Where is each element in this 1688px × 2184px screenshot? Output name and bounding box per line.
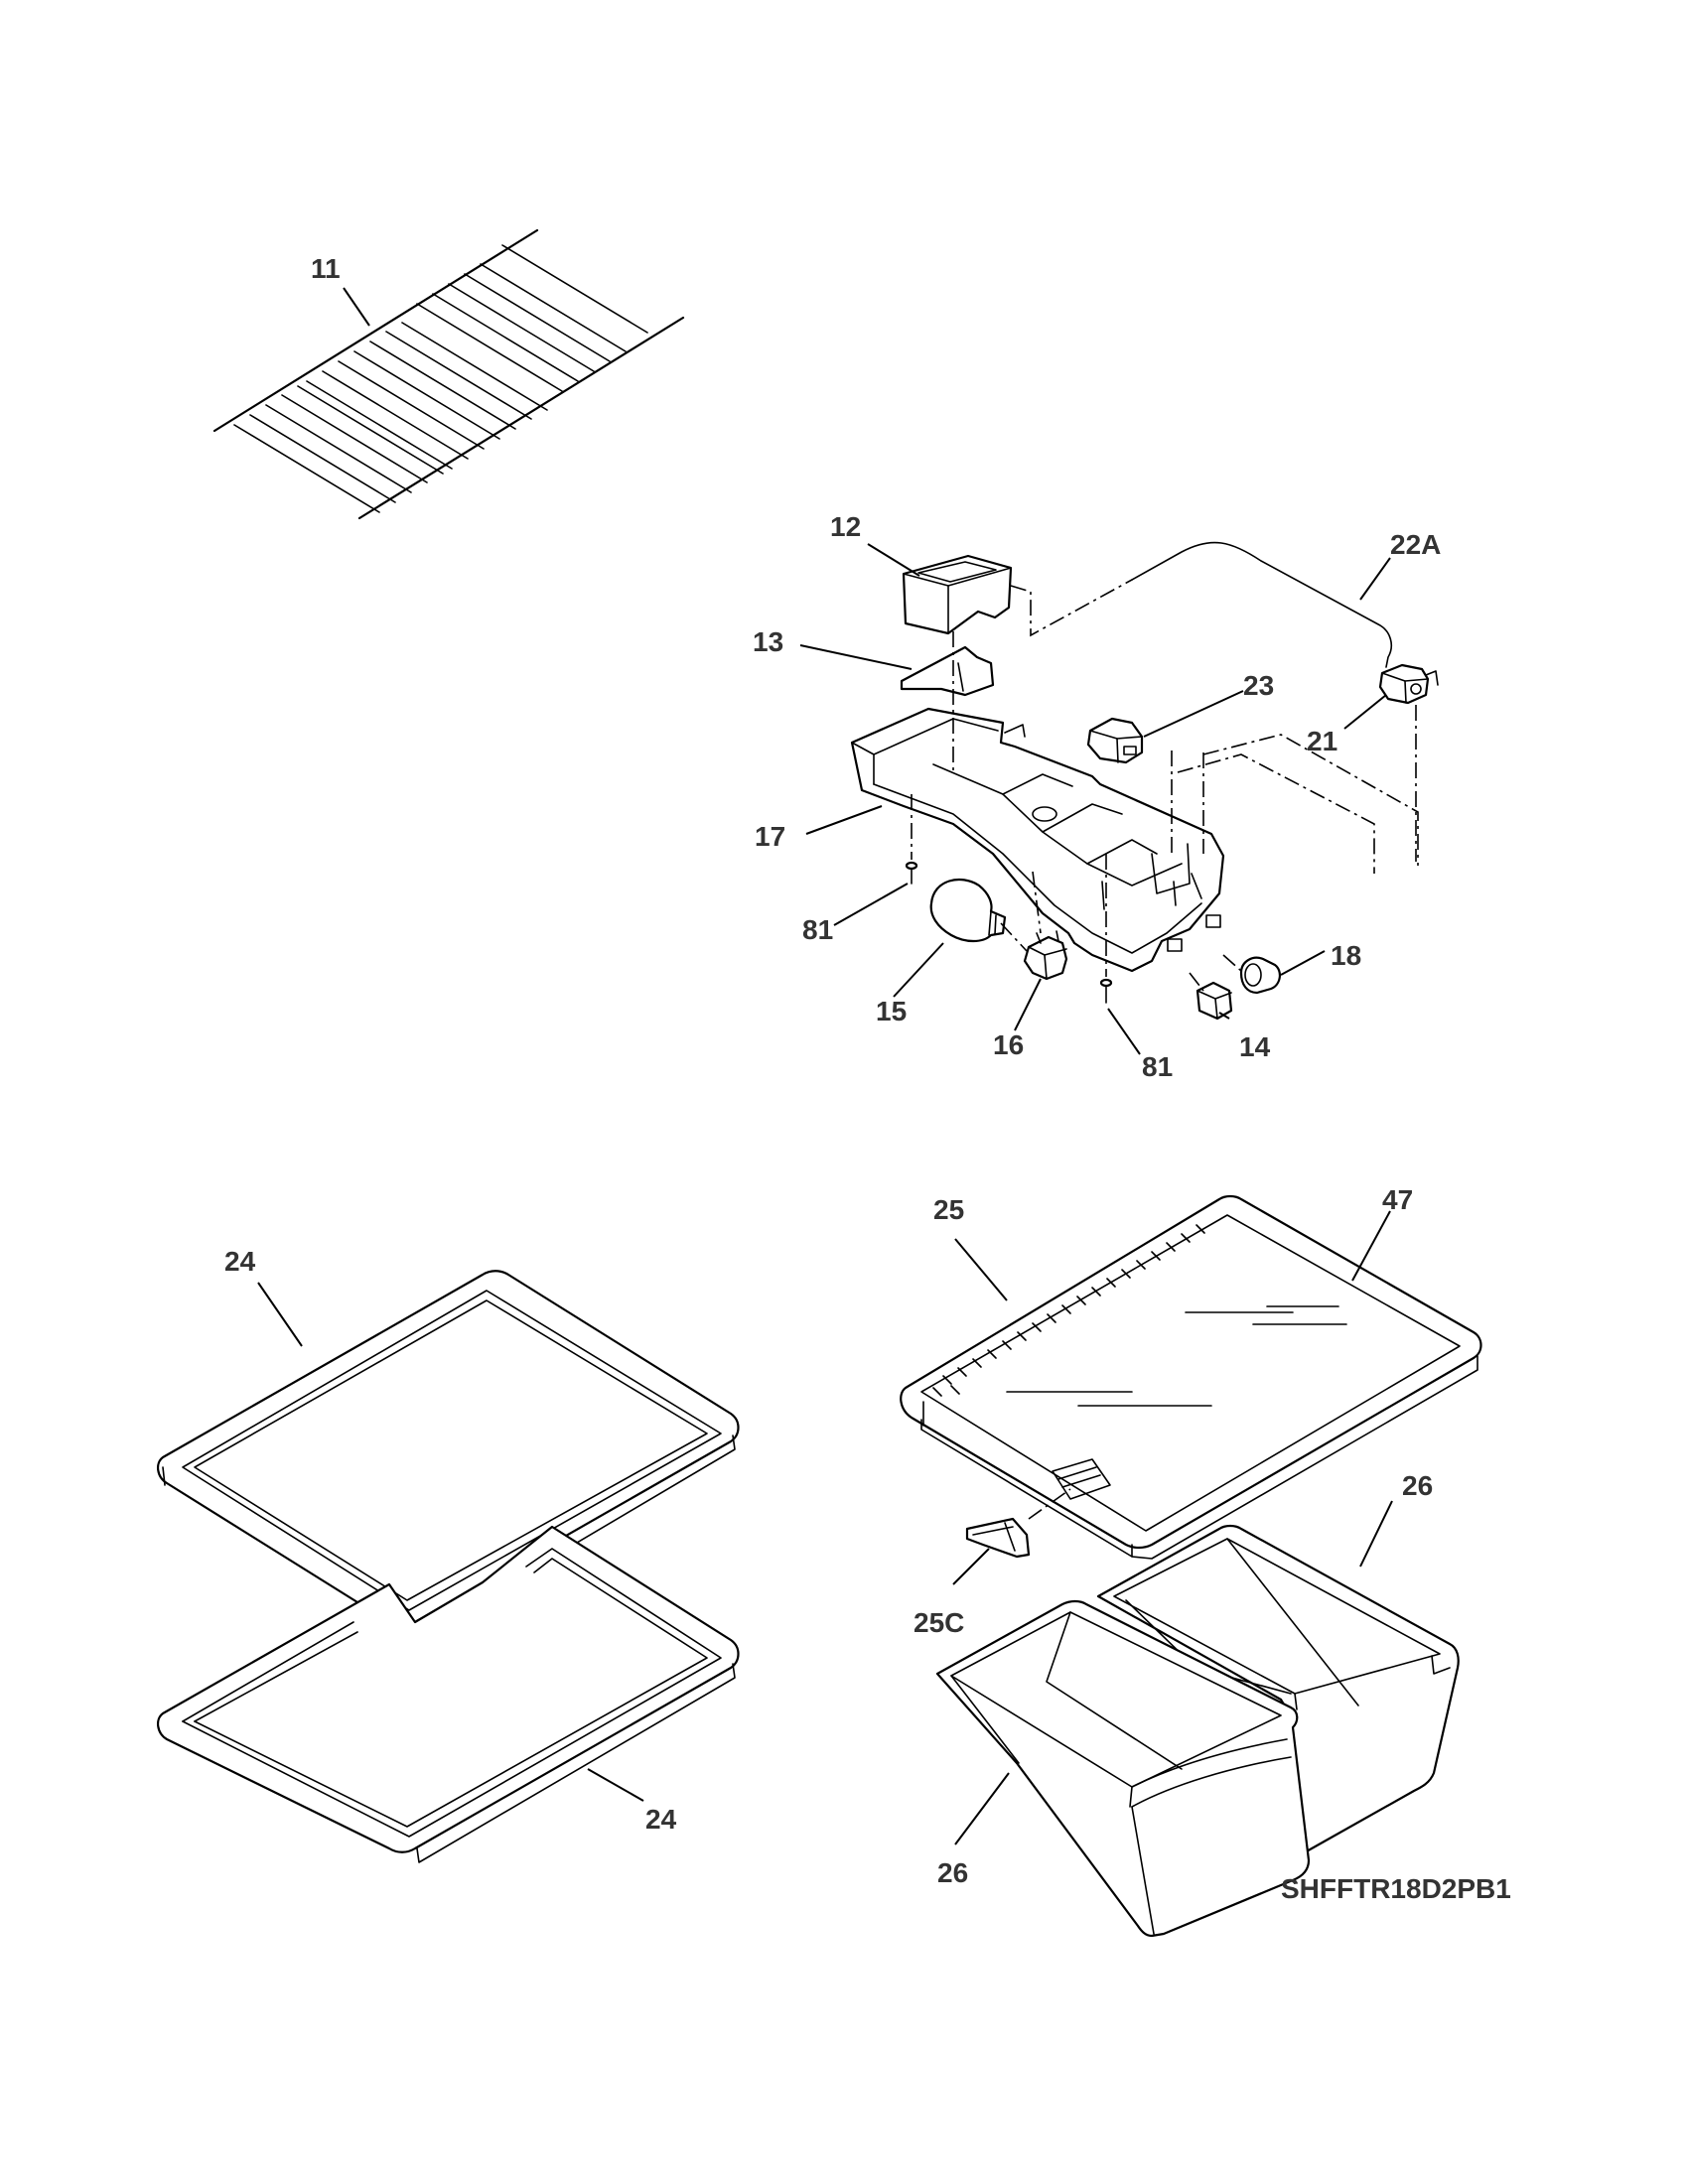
light-bulb-15 <box>929 878 1007 943</box>
label-81-lower: 81 <box>1142 1051 1173 1082</box>
crisper-drawer-26-back <box>1096 1524 1460 1854</box>
label-47: 47 <box>1382 1184 1413 1215</box>
control-housing-17 <box>850 707 1225 973</box>
crisper-drawer-26-front <box>935 1599 1311 1938</box>
thermostat-21 <box>1378 663 1439 705</box>
model-number: SHFFTR18D2PB1 <box>1281 1873 1511 1904</box>
crisper-cover-25 <box>900 1194 1482 1560</box>
label-26-front: 26 <box>937 1857 968 1888</box>
label-21: 21 <box>1307 726 1337 756</box>
label-12: 12 <box>830 511 861 542</box>
label-14: 14 <box>1239 1031 1271 1062</box>
screw-81-upper <box>905 861 918 885</box>
slide-bracket-25c <box>965 1517 1031 1559</box>
cover-vents <box>932 1224 1205 1397</box>
label-18: 18 <box>1331 940 1361 971</box>
label-22a: 22A <box>1390 529 1441 560</box>
screw-81-lower <box>1099 978 1113 1004</box>
label-24-lower: 24 <box>645 1804 677 1835</box>
label-25: 25 <box>933 1194 964 1225</box>
leader-lines <box>257 287 1393 1845</box>
glass-shelf-24-upper <box>157 1270 740 1637</box>
glass-shelf-24-lower <box>157 1525 740 1863</box>
switch-23 <box>1086 717 1144 764</box>
label-15: 15 <box>876 996 907 1026</box>
label-17: 17 <box>755 821 785 852</box>
alignment-lines <box>911 579 1419 992</box>
label-81-upper: 81 <box>802 914 833 945</box>
capillary-tube-22a <box>1131 541 1392 668</box>
baffle-13 <box>900 645 995 697</box>
shelf-wires <box>249 263 627 503</box>
glass-reflections <box>1006 1305 1347 1407</box>
label-25c: 25C <box>914 1607 964 1638</box>
switch-14 <box>1196 981 1233 1021</box>
light-shield-12 <box>902 554 1013 635</box>
label-26-back: 26 <box>1402 1470 1433 1501</box>
knob-18 <box>1239 956 1281 995</box>
label-24-upper: 24 <box>224 1246 256 1277</box>
label-11: 11 <box>311 253 341 284</box>
label-23: 23 <box>1243 670 1274 701</box>
label-13: 13 <box>753 626 783 657</box>
bracket-dash <box>1028 1488 1071 1520</box>
wire-shelf-11 <box>212 228 685 520</box>
socket-16 <box>1023 930 1068 981</box>
label-16: 16 <box>993 1029 1024 1060</box>
